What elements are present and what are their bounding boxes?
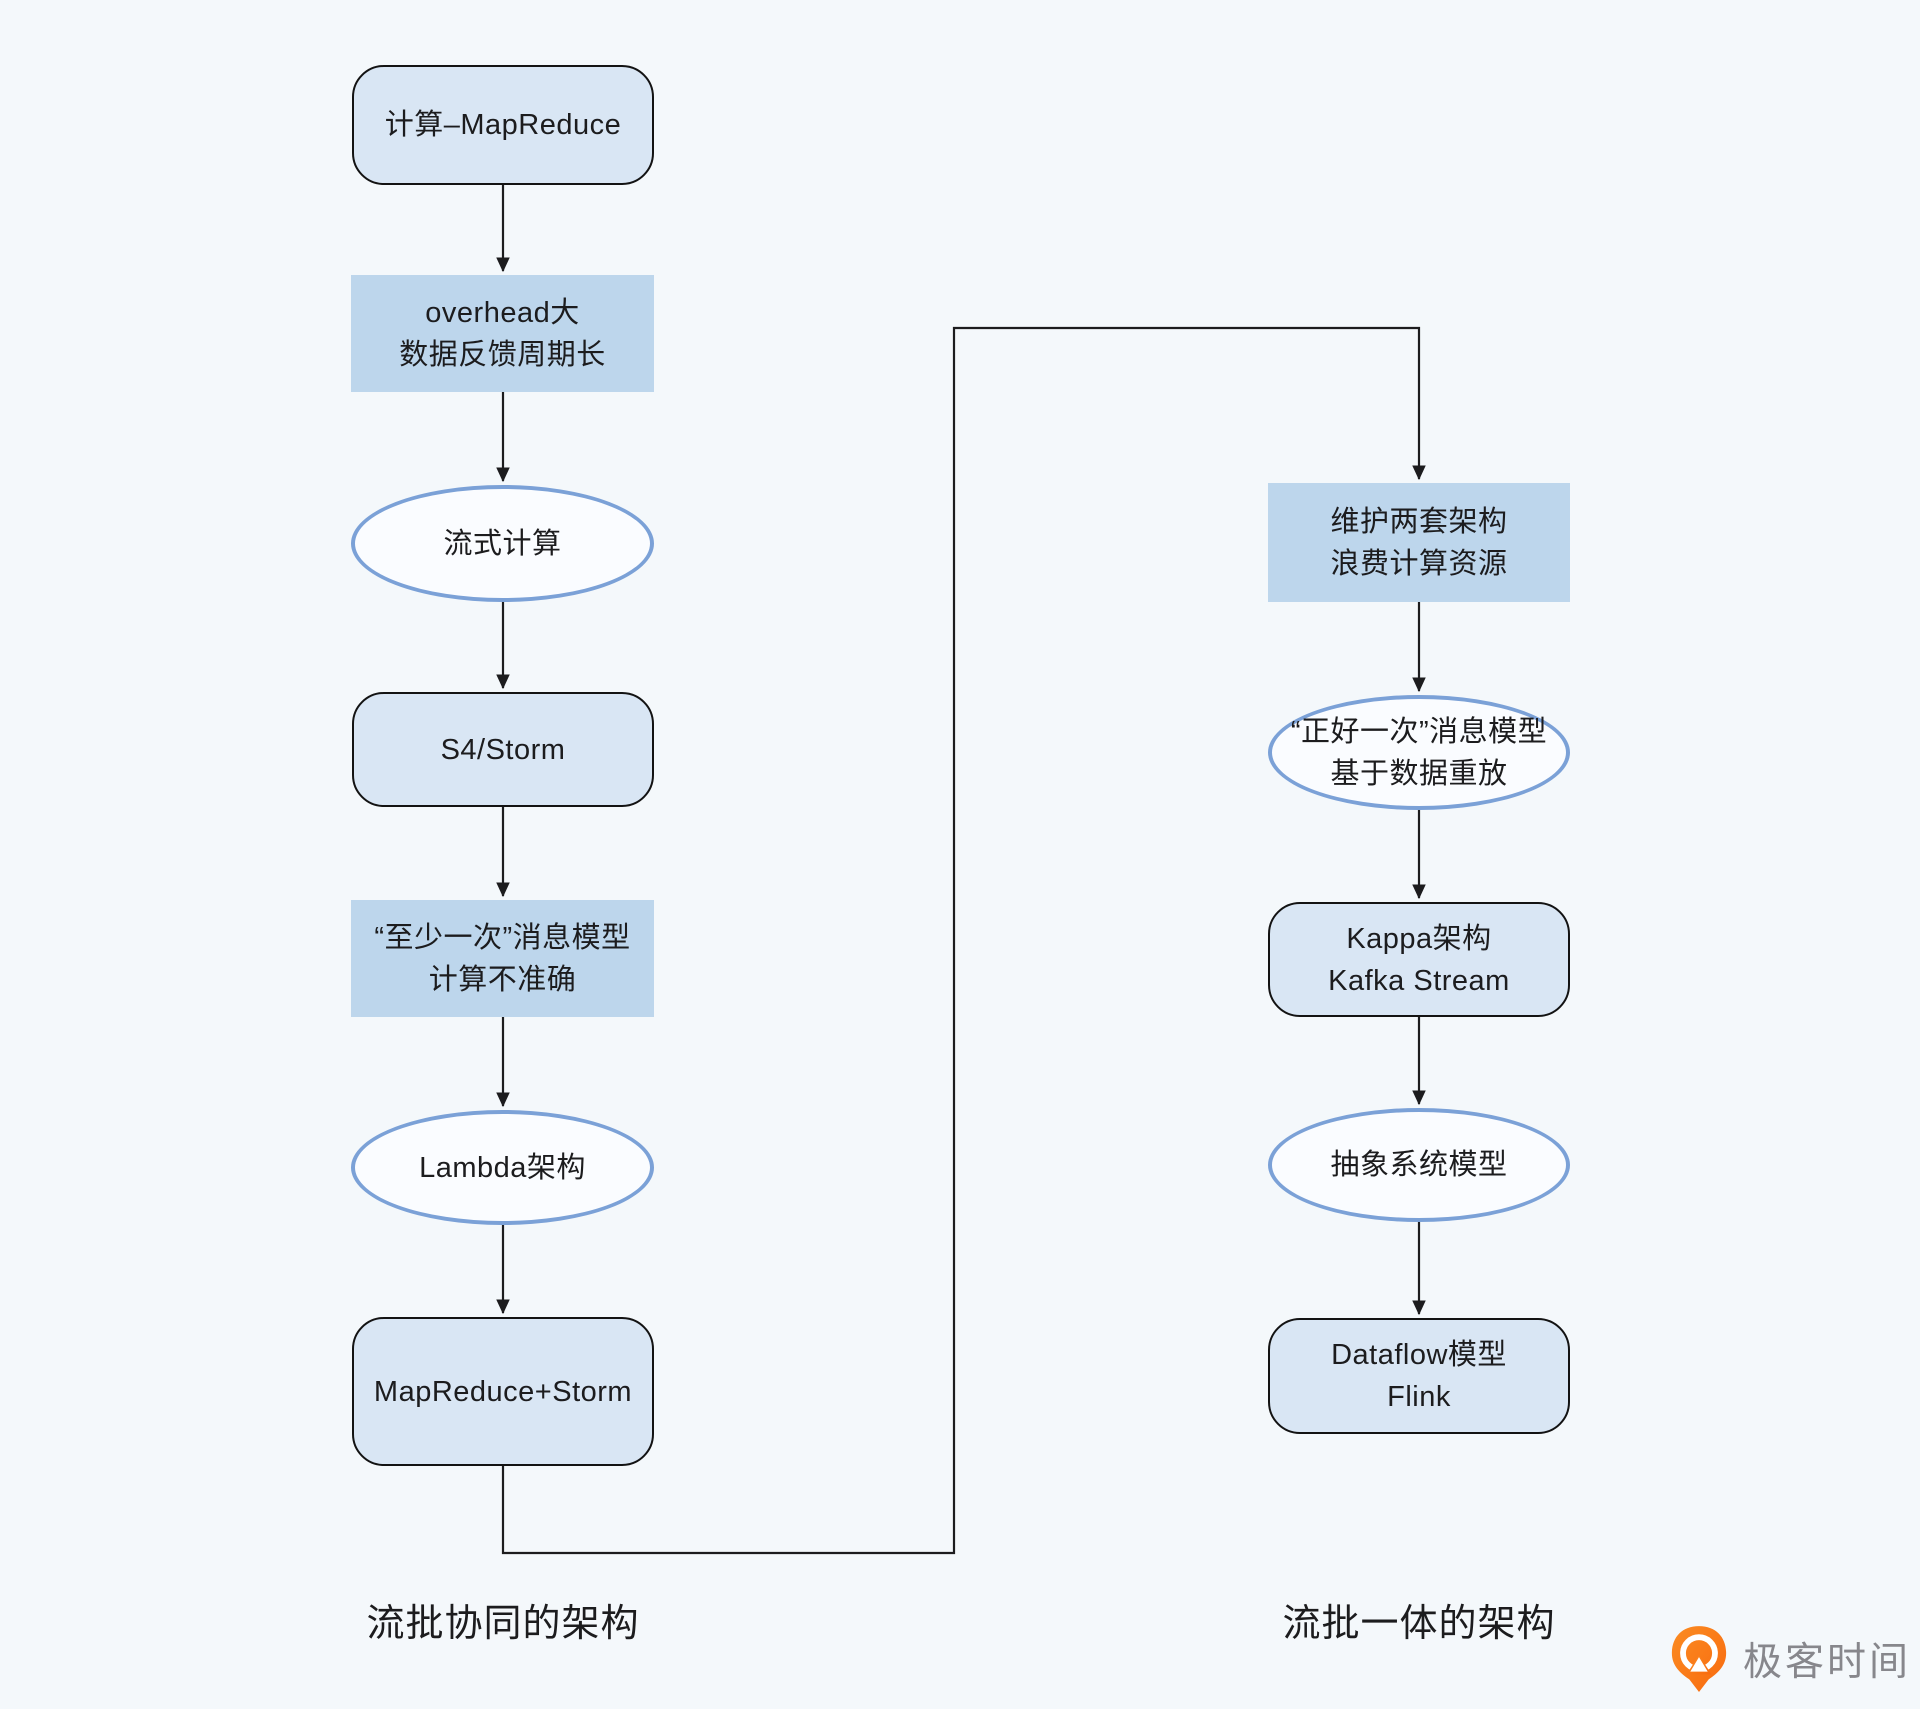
node-text-line: 维护两套架构 xyxy=(1330,505,1508,538)
node-lambda-arch: Lambda架构 xyxy=(351,1110,654,1225)
node-text-line: “至少一次”消息模型 xyxy=(374,921,631,954)
node-text-line: Kafka Stream xyxy=(1328,964,1510,997)
node-exactly-once-model: “正好一次”消息模型 基于数据重放 xyxy=(1268,695,1570,810)
node-overhead-feedback: overhead大 数据反馈周期长 xyxy=(351,275,654,392)
node-text-line: 浪费计算资源 xyxy=(1330,547,1508,580)
node-text-line: 基于数据重放 xyxy=(1330,757,1508,790)
node-maintain-two-arch: 维护两套架构 浪费计算资源 xyxy=(1268,483,1570,602)
node-calc-mapreduce: 计算–MapReduce xyxy=(352,65,654,185)
node-mapreduce-plus-storm: MapReduce+Storm xyxy=(352,1317,654,1466)
node-s4-storm: S4/Storm xyxy=(352,692,654,807)
node-abstract-system-model: 抽象系统模型 xyxy=(1268,1108,1570,1222)
left-column-label: 流批协同的架构 xyxy=(366,1603,640,1645)
node-at-least-once-model: “至少一次”消息模型 计算不准确 xyxy=(351,900,654,1017)
node-text-line: 流式计算 xyxy=(443,527,562,560)
right-column-label: 流批一体的架构 xyxy=(1282,1603,1556,1645)
node-dataflow-flink: Dataflow模型 Flink xyxy=(1268,1318,1570,1434)
geektime-logo-text: 极客时间 xyxy=(1743,1641,1912,1684)
loop-connector xyxy=(501,326,1426,1555)
node-text-line: overhead大 xyxy=(425,296,580,329)
node-text-line: “正好一次”消息模型 xyxy=(1290,715,1548,748)
node-text-line: Kappa架构 xyxy=(1346,922,1492,955)
node-text-line: Flink xyxy=(1387,1381,1451,1413)
node-text-line: MapReduce+Storm xyxy=(373,1375,633,1408)
node-kappa-kafka-stream: Kappa架构 Kafka Stream xyxy=(1268,902,1570,1017)
node-text-line: S4/Storm xyxy=(440,733,566,766)
node-text-line: 计算–MapReduce xyxy=(384,109,622,141)
geektime-logo-icon xyxy=(1671,1626,1727,1692)
node-text-line: 数据反馈周期长 xyxy=(399,338,606,371)
node-text-line: Lambda架构 xyxy=(419,1151,586,1184)
node-text-line: 抽象系统模型 xyxy=(1330,1149,1508,1181)
node-text-line: Dataflow模型 xyxy=(1331,1339,1507,1371)
node-text-line: 计算不准确 xyxy=(428,963,577,996)
geektime-logo: 极客时间 xyxy=(1668,1624,1911,1694)
node-stream-computing: 流式计算 xyxy=(351,485,654,602)
